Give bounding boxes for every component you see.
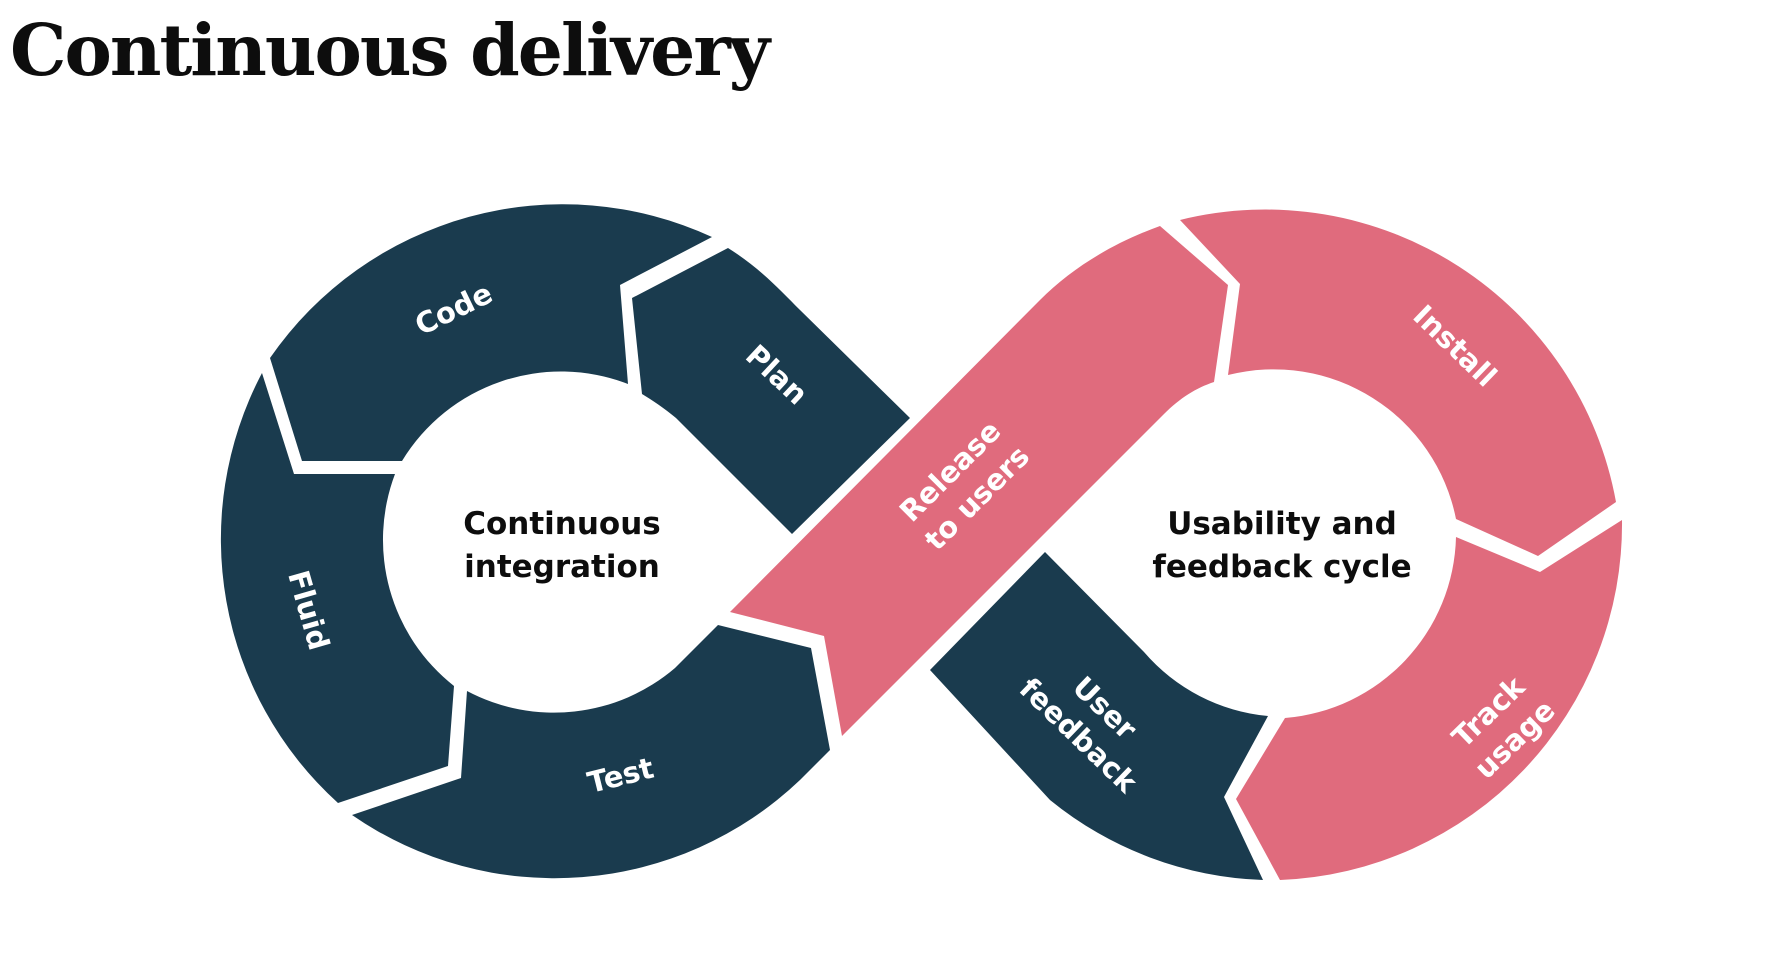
segment-test — [352, 625, 830, 879]
left-center-line1: Continuous — [463, 506, 661, 542]
right-center-line2: feedback cycle — [1152, 549, 1411, 585]
segment-install — [1180, 209, 1616, 557]
page-title: Continuous delivery — [10, 8, 770, 92]
segment-track-usage — [1236, 520, 1623, 880]
segment-plan — [632, 248, 910, 534]
segment-code — [270, 204, 712, 461]
right-center-line1: Usability and — [1167, 506, 1397, 542]
segment-release-to-users — [730, 226, 1228, 736]
left-center-label: Continuous integration — [463, 506, 661, 585]
segment-fluid — [220, 373, 454, 803]
right-center-label: Usability and feedback cycle — [1152, 506, 1411, 585]
left-center-line2: integration — [464, 549, 660, 585]
segment-user-feedback — [930, 552, 1268, 880]
